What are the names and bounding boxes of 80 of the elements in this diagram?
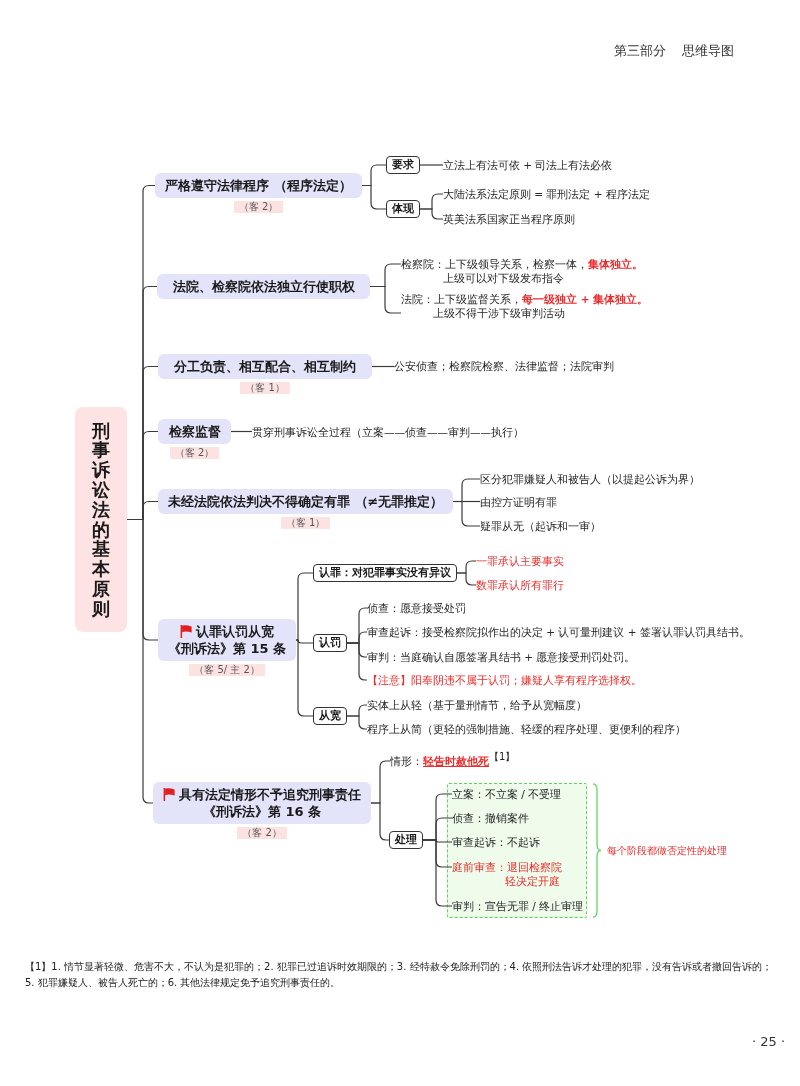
connector-line [456, 572, 477, 586]
connector-line [371, 365, 395, 368]
subtopic-text: 认罚 [319, 636, 341, 650]
connector-line [126, 518, 154, 804]
connector-line [346, 715, 368, 730]
branch-text: 大陆法系法定原则 = 罪刑法定 + 程序法定 [443, 187, 650, 201]
connector-line [230, 430, 253, 433]
branch-text: 【注意】阳奉阴违不属于认罚；嫌疑人享有程序选择权。 [367, 673, 642, 687]
connector-line [295, 572, 314, 641]
score-tag: （客 2） [237, 827, 287, 839]
subtopic-box [386, 156, 420, 174]
subtopic-box [389, 831, 423, 849]
central-topic-text: 刑事诉讼法的基本原则 [92, 420, 110, 619]
topic-box [158, 354, 372, 379]
subtopic-box [313, 564, 457, 582]
branch-text: 贯穿刑事诉讼全过程（立案——侦查——审判——执行） [252, 425, 524, 439]
subtopic-box [313, 707, 347, 725]
connector-line [419, 164, 444, 166]
score-tag: （客 5/ 主 2） [189, 664, 265, 676]
topic-text: 未经法院依法判决不得确定有罪 （≠无罪推定） [168, 493, 444, 510]
dashed-group-box [447, 783, 587, 918]
branch-text: 庭前审查：退回检察院 轻决定开庭 [452, 860, 562, 888]
subtopic-text: 要求 [392, 158, 414, 172]
branch-text: 立案：不立案 / 不受理 [452, 787, 562, 801]
subtopic-box [386, 200, 420, 218]
footnote-text: 【1】1. 情节显著轻微、危害不大，不认为是犯罪的；2. 犯罪已过追诉时效期限的；3. 经特赦令免除刑罚的；4. 依照刑法告诉才处理的犯罪，没有告诉或者撤回告诉的；5. 犯罪嫌疑人、被告人死亡的；6. 其他法律规定免予追究刑事责任的。 [25, 960, 774, 990]
score-tag: （客 2） [233, 201, 284, 213]
topic-text: 具有法定情形不予追究刑事责任 [179, 786, 361, 803]
branch-text: 侦查：撤销案件 [452, 811, 529, 825]
connector-line [346, 642, 368, 681]
score-tag: （客 1） [280, 517, 331, 529]
branch-text: 区分犯罪嫌疑人和被告人（以提起公诉为界） [480, 472, 700, 486]
subtopic-text: 处理 [395, 833, 417, 847]
topic-text: 检察监督 [168, 423, 221, 440]
connector-line [452, 500, 481, 527]
topic-text: 分工负责、相互配合、相互制约 [174, 358, 356, 375]
page-number: · 25 · [752, 1033, 786, 1051]
branch-text: 英美法系国家正当程序原则 [443, 212, 575, 226]
page-header-text: 第三部分 [614, 42, 666, 60]
connector-line [370, 802, 390, 841]
branch-text: 疑罪从无（起诉和一审） [480, 519, 601, 533]
branch-text: 实体上从轻（基于量刑情节，给予从宽幅度） [367, 698, 587, 712]
topic-box [157, 274, 370, 299]
subtopic-text: 从宽 [319, 709, 341, 723]
connector-line [361, 184, 387, 210]
topic-text: 《刑诉法》第 16 条 [202, 803, 322, 820]
branch-text: 审查起诉：接受检察院拟作出的决定 + 认可量刑建议 + 签署认罪认罚具结书。 [367, 625, 750, 639]
branch-text: 法院：上下级监督关系，每一级独立 + 集体独立。 上级不得干涉下级审判活动 [401, 292, 649, 320]
topic-text: 《刑诉法》第 15 条 [168, 640, 287, 657]
topic-box [155, 173, 362, 198]
subtopic-text: 认罪：对犯罪事实没有异议 [319, 566, 451, 580]
connector-line [419, 208, 444, 220]
branch-text: 立法上有法可依 + 司法上有法必依 [443, 158, 613, 172]
branch-text: 公安侦查；检察院检察、法律监督；法院审判 [394, 359, 614, 373]
branch-text: 审判：宣告无罪 / 终止审理 [452, 899, 584, 913]
branch-text: 程序上从简（更轻的强制措施、轻缓的程序处理、更便利的程序） [367, 722, 686, 736]
branch-text: 数罪承认所有罪行 [476, 578, 564, 592]
central-topic-box [75, 407, 127, 632]
score-tag: （客 1） [240, 382, 290, 394]
topic-box [158, 419, 231, 444]
branch-text: 由控方证明有罪 [480, 495, 557, 509]
topic-box [158, 489, 454, 514]
connector-line [295, 639, 314, 717]
score-tag: （客 2） [169, 447, 220, 459]
topic-text: 法院、检察院依法独立行使职权 [172, 278, 355, 295]
branch-text: 审判：当庭确认自愿签署具结书 + 愿意接受刑罚处罚。 [367, 650, 636, 664]
brace-note: 每个阶段都做否定性的处理 [607, 844, 727, 857]
topic-box [158, 619, 297, 661]
branch-text: 侦查：愿意接受处罚 [367, 601, 466, 615]
topic-text: 认罪认罚从宽 [196, 623, 275, 640]
branch-text: 一罪承认主要事实 [476, 554, 564, 568]
branch-text: 审查起诉：不起诉 [452, 835, 540, 849]
connector-line [422, 839, 453, 907]
topic-text: 严格遵守法律程序 （程序法定） [165, 177, 352, 194]
topic-box [153, 782, 371, 824]
branch-text: 检察院：上下级领导关系，检察一体，集体独立。 上级可以对下级发布指令 [401, 257, 643, 285]
connector-line [369, 285, 402, 314]
page-header-text: 思维导图 [682, 42, 734, 60]
subtopic-text: 体现 [392, 202, 414, 216]
subtopic-box [313, 634, 347, 652]
